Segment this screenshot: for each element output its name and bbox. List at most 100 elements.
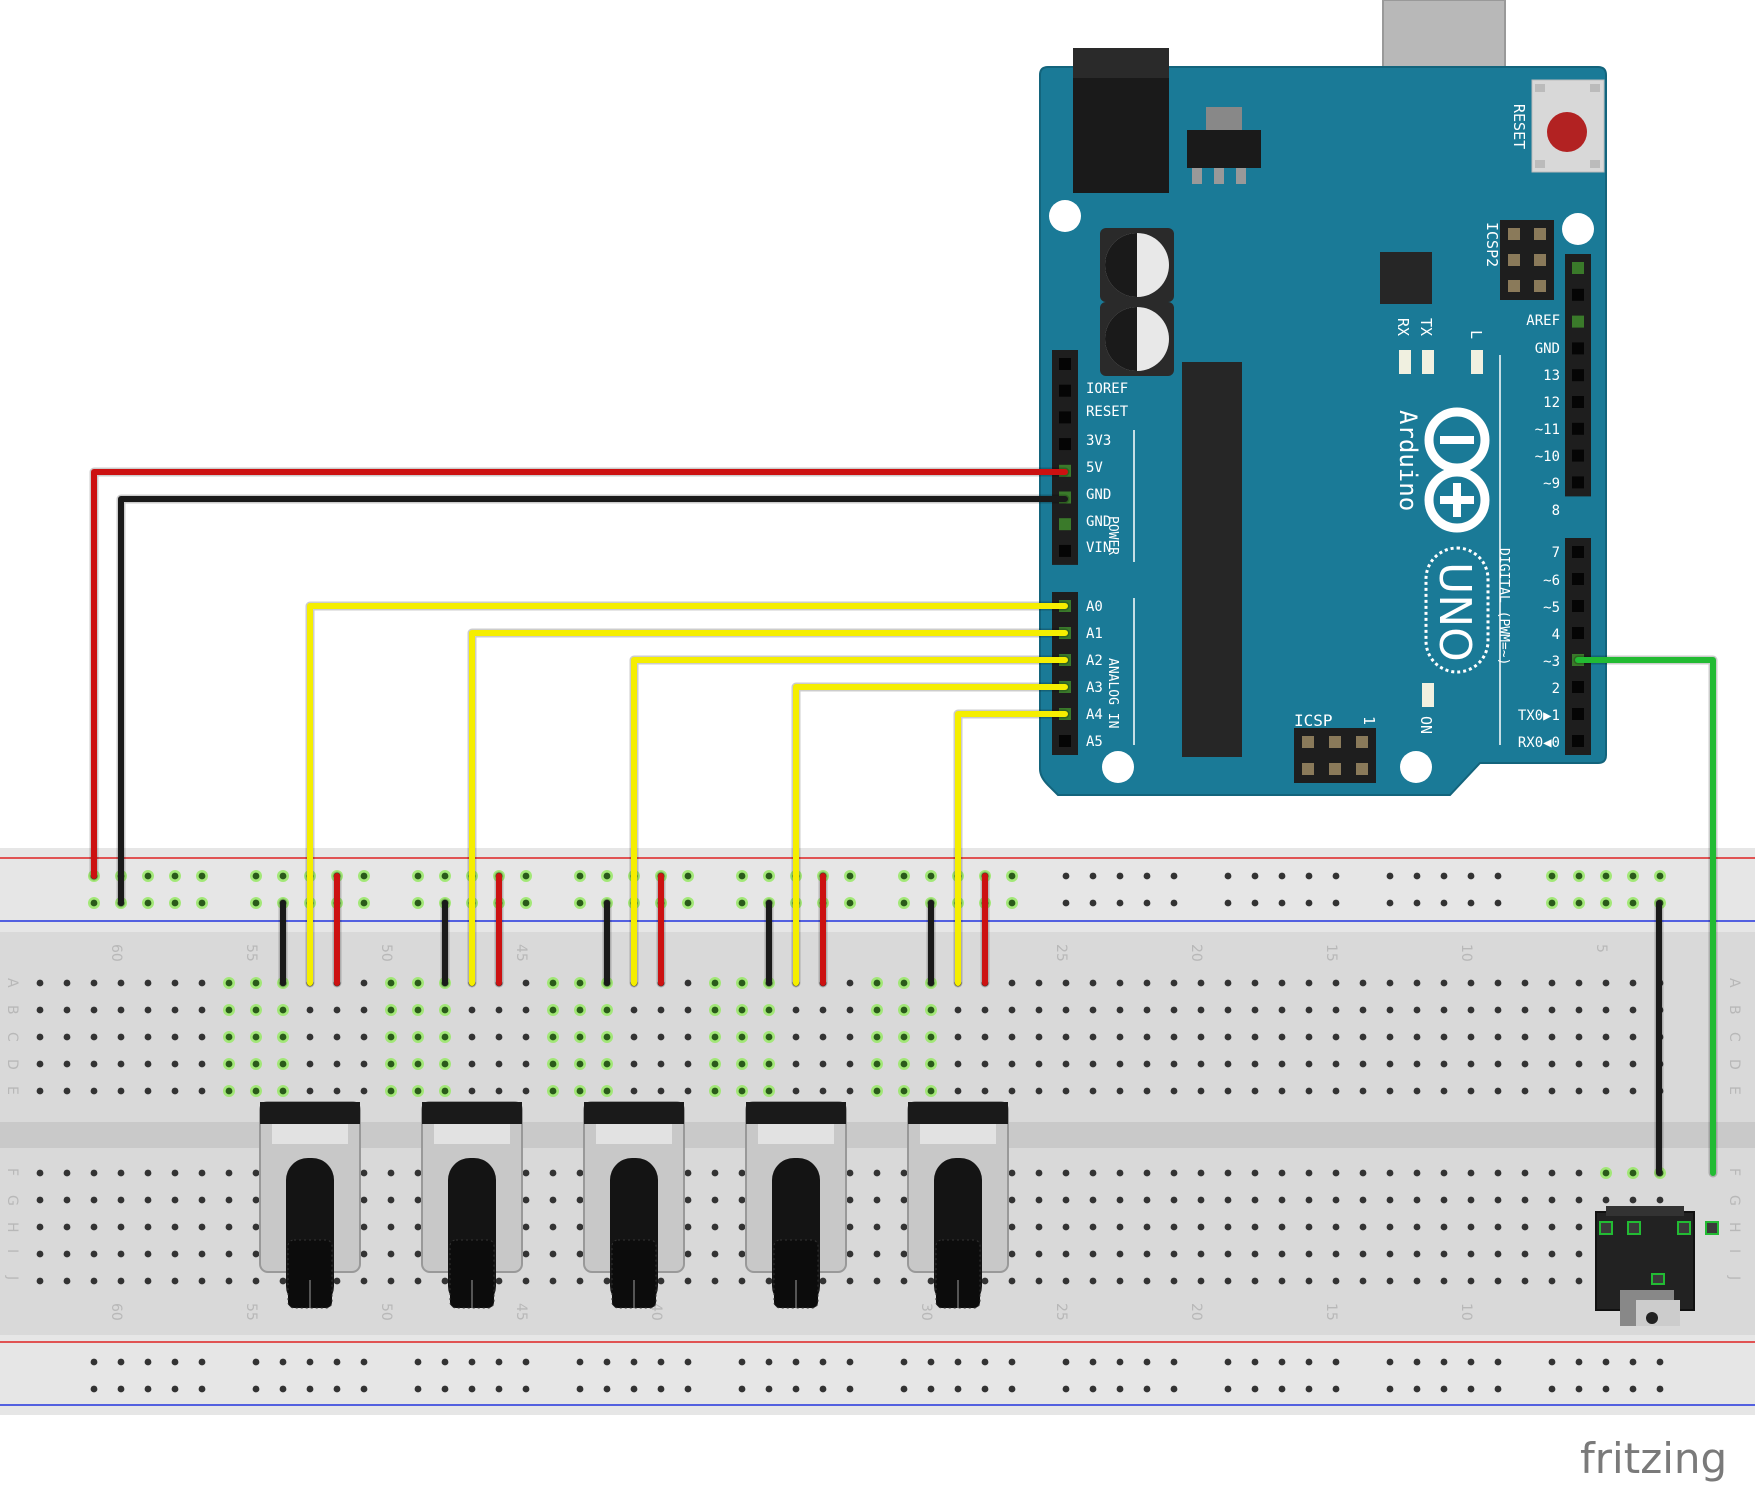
breadboard-hole[interactable] xyxy=(1494,1169,1502,1177)
breadboard-hole[interactable] xyxy=(1602,1033,1610,1041)
breadboard-hole[interactable] xyxy=(1521,1250,1529,1258)
breadboard-hole[interactable] xyxy=(1116,872,1124,880)
header-pin[interactable] xyxy=(1059,735,1071,747)
breadboard-hole[interactable] xyxy=(1008,1060,1016,1068)
breadboard-hole[interactable] xyxy=(414,1223,422,1231)
breadboard-hole[interactable] xyxy=(1413,1250,1421,1258)
breadboard-hole[interactable] xyxy=(1008,1358,1016,1366)
breadboard-hole[interactable] xyxy=(738,1385,746,1393)
breadboard-hole[interactable] xyxy=(1359,1169,1367,1177)
header-pin[interactable] xyxy=(1059,384,1071,397)
breadboard-hole[interactable] xyxy=(252,899,260,907)
breadboard-hole[interactable] xyxy=(1629,1169,1637,1177)
breadboard-hole[interactable] xyxy=(279,1358,287,1366)
breadboard-hole[interactable] xyxy=(1170,1169,1178,1177)
header-pin[interactable] xyxy=(1059,518,1071,531)
breadboard-hole[interactable] xyxy=(252,1277,260,1285)
breadboard-hole[interactable] xyxy=(738,899,746,907)
breadboard-hole[interactable] xyxy=(63,1087,71,1095)
breadboard-hole[interactable] xyxy=(657,1277,665,1285)
breadboard-hole[interactable] xyxy=(468,1060,476,1068)
breadboard-hole[interactable] xyxy=(495,1087,503,1095)
breadboard-hole[interactable] xyxy=(1008,1385,1016,1393)
breadboard-hole[interactable] xyxy=(171,1223,179,1231)
breadboard-hole[interactable] xyxy=(1062,1033,1070,1041)
breadboard-hole[interactable] xyxy=(1116,899,1124,907)
breadboard-hole[interactable] xyxy=(414,1169,422,1177)
breadboard-hole[interactable] xyxy=(711,1277,719,1285)
breadboard-hole[interactable] xyxy=(630,1087,638,1095)
breadboard-hole[interactable] xyxy=(900,1223,908,1231)
breadboard-hole[interactable] xyxy=(1386,1358,1394,1366)
breadboard-hole[interactable] xyxy=(684,1006,692,1014)
header-pin[interactable] xyxy=(1572,476,1584,489)
breadboard-hole[interactable] xyxy=(522,872,530,880)
breadboard-hole[interactable] xyxy=(1062,1006,1070,1014)
breadboard-hole[interactable] xyxy=(1548,899,1556,907)
breadboard-hole[interactable] xyxy=(225,1006,233,1014)
breadboard-hole[interactable] xyxy=(1251,1060,1259,1068)
breadboard-hole[interactable] xyxy=(981,1385,989,1393)
breadboard-hole[interactable] xyxy=(900,1006,908,1014)
breadboard-hole[interactable] xyxy=(333,1277,341,1285)
breadboard-hole[interactable] xyxy=(252,1006,260,1014)
breadboard-hole[interactable] xyxy=(1386,1223,1394,1231)
breadboard-hole[interactable] xyxy=(1278,899,1286,907)
breadboard-hole[interactable] xyxy=(90,899,98,907)
breadboard-hole[interactable] xyxy=(1467,1223,1475,1231)
breadboard-hole[interactable] xyxy=(738,979,746,987)
breadboard-hole[interactable] xyxy=(1008,899,1016,907)
breadboard-hole[interactable] xyxy=(63,1060,71,1068)
breadboard-hole[interactable] xyxy=(954,1385,962,1393)
breadboard-hole[interactable] xyxy=(1386,1169,1394,1177)
breadboard-hole[interactable] xyxy=(981,1033,989,1041)
breadboard-hole[interactable] xyxy=(117,1277,125,1285)
breadboard-hole[interactable] xyxy=(225,1087,233,1095)
breadboard-hole[interactable] xyxy=(1629,1196,1637,1204)
breadboard-hole[interactable] xyxy=(1467,1060,1475,1068)
breadboard-hole[interactable] xyxy=(1224,1223,1232,1231)
breadboard-hole[interactable] xyxy=(576,1277,584,1285)
breadboard-hole[interactable] xyxy=(1467,1033,1475,1041)
breadboard-hole[interactable] xyxy=(1359,1223,1367,1231)
breadboard-hole[interactable] xyxy=(1143,1006,1151,1014)
breadboard-hole[interactable] xyxy=(198,1169,206,1177)
breadboard-hole[interactable] xyxy=(1575,979,1583,987)
breadboard-hole[interactable] xyxy=(1035,1033,1043,1041)
breadboard-hole[interactable] xyxy=(1548,1385,1556,1393)
breadboard-hole[interactable] xyxy=(1386,1250,1394,1258)
breadboard-hole[interactable] xyxy=(1089,1196,1097,1204)
breadboard-hole[interactable] xyxy=(1413,1385,1421,1393)
breadboard-hole[interactable] xyxy=(522,1385,530,1393)
breadboard-hole[interactable] xyxy=(819,1277,827,1285)
breadboard-hole[interactable] xyxy=(1197,979,1205,987)
breadboard-hole[interactable] xyxy=(198,1006,206,1014)
breadboard-hole[interactable] xyxy=(1143,1385,1151,1393)
breadboard-hole[interactable] xyxy=(1629,1033,1637,1041)
breadboard-hole[interactable] xyxy=(1575,1358,1583,1366)
breadboard-hole[interactable] xyxy=(1089,872,1097,880)
breadboard-hole[interactable] xyxy=(1332,1033,1340,1041)
breadboard-hole[interactable] xyxy=(171,899,179,907)
breadboard-hole[interactable] xyxy=(63,1250,71,1258)
breadboard-hole[interactable] xyxy=(684,872,692,880)
breadboard-hole[interactable] xyxy=(846,979,854,987)
breadboard-hole[interactable] xyxy=(1224,1277,1232,1285)
breadboard-hole[interactable] xyxy=(495,1277,503,1285)
breadboard-hole[interactable] xyxy=(1089,1006,1097,1014)
breadboard-hole[interactable] xyxy=(1089,1033,1097,1041)
breadboard-hole[interactable] xyxy=(1575,1196,1583,1204)
breadboard-hole[interactable] xyxy=(198,1223,206,1231)
breadboard-hole[interactable] xyxy=(441,1087,449,1095)
breadboard-hole[interactable] xyxy=(1305,1087,1313,1095)
breadboard-hole[interactable] xyxy=(765,1033,773,1041)
breadboard-hole[interactable] xyxy=(414,1033,422,1041)
breadboard-hole[interactable] xyxy=(1548,1277,1556,1285)
breadboard-hole[interactable] xyxy=(522,1277,530,1285)
breadboard-hole[interactable] xyxy=(954,1087,962,1095)
breadboard-hole[interactable] xyxy=(1467,1358,1475,1366)
breadboard-hole[interactable] xyxy=(1386,1060,1394,1068)
header-pin[interactable] xyxy=(1572,315,1584,328)
header-pin[interactable] xyxy=(1572,681,1584,693)
breadboard-hole[interactable] xyxy=(873,1006,881,1014)
